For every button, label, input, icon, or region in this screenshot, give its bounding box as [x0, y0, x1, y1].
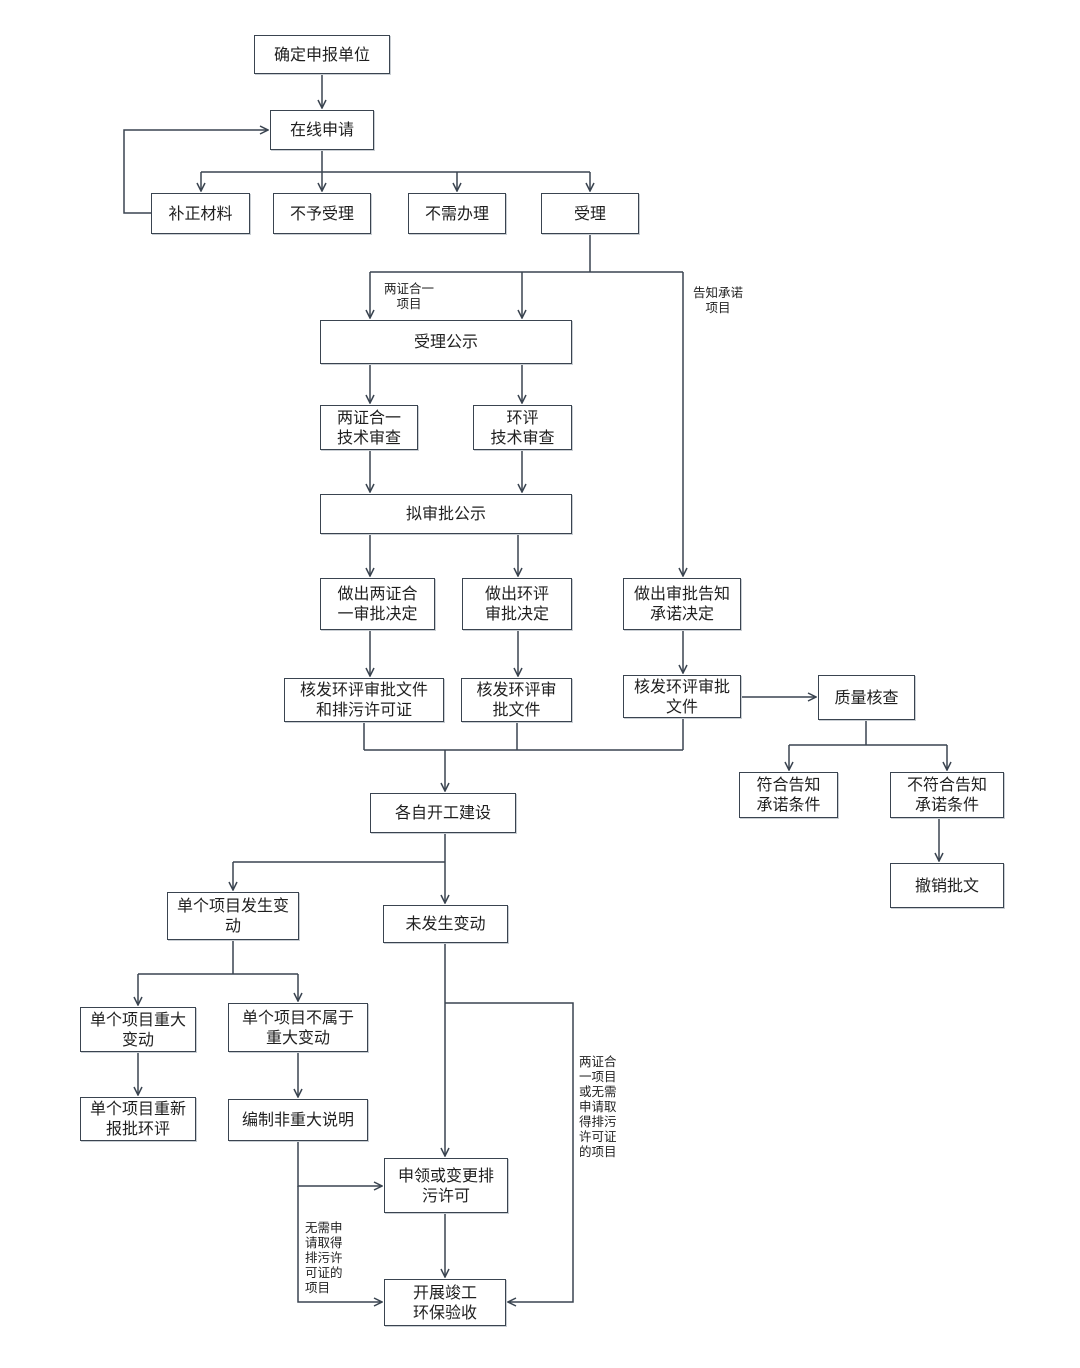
- edge-compile-to-permit: [297, 1141, 382, 1186]
- label-promise-project: 告知承诺 项目: [692, 285, 743, 315]
- edge-accept-branch: [370, 234, 683, 273]
- node-confirm-unit: 确定申报单位: [254, 35, 390, 74]
- node-not-meets: 不符合告知 承诺条件: [890, 772, 1004, 818]
- node-start-construction: 各自开工建设: [370, 793, 516, 833]
- edge-start-split: [233, 833, 446, 863]
- node-issue-eia-doc-promise: 核发环评审批 文件: [623, 675, 741, 718]
- node-accept-public: 受理公示: [320, 320, 572, 364]
- node-quality-check: 质量核查: [818, 675, 915, 720]
- node-two-cert-review: 两证合一 技术审查: [320, 405, 418, 450]
- node-single-major: 单个项目重大 变动: [80, 1007, 196, 1052]
- edge-apply-split: [201, 150, 590, 173]
- node-apply-permit: 申领或变更排 污许可: [384, 1158, 508, 1213]
- node-single-reapprove: 单个项目重新 报批环评: [80, 1097, 196, 1141]
- edge-supplement-loop: [123, 130, 268, 214]
- edge-single-change-split: [138, 940, 298, 975]
- node-issue-eia-doc: 核发环评审 批文件: [461, 678, 572, 722]
- edge-quality-split: [789, 720, 947, 746]
- edge-compile-to-acceptance: [297, 1186, 382, 1302]
- node-single-change: 单个项目发生变 动: [167, 892, 299, 940]
- node-supplement: 补正材料: [151, 193, 250, 234]
- label-two-cert-project: 两证合一 项目: [383, 281, 434, 311]
- node-revoke: 撤销批文: [890, 863, 1004, 908]
- label-no-permit-needed: 无需申 请取得 排污许 可证的 项目: [305, 1220, 343, 1295]
- node-compile-note: 编制非重大说明: [228, 1099, 368, 1141]
- node-promise-decision: 做出审批告知 承诺决定: [623, 578, 741, 630]
- label-two-cert-or-no-permit: 两证合 一项目 或无需 申请取 得排污 许可证 的项目: [579, 1054, 617, 1159]
- edge-issue-merge: [363, 718, 684, 751]
- node-issue-eia-permit: 核发环评审批文件 和排污许可证: [284, 678, 444, 722]
- node-eia-review: 环评 技术审查: [473, 405, 572, 450]
- node-meets: 符合告知 承诺条件: [739, 772, 838, 818]
- node-acceptance: 开展竣工 环保验收: [384, 1279, 506, 1326]
- node-not-needed: 不需办理: [408, 193, 506, 234]
- node-no-change: 未发生变动: [383, 905, 508, 943]
- node-eia-decision: 做出环评 审批决定: [462, 578, 572, 630]
- node-online-apply: 在线申请: [270, 110, 374, 150]
- node-two-cert-decision: 做出两证合 一审批决定: [320, 578, 435, 630]
- node-single-minor: 单个项目不属于 重大变动: [228, 1003, 368, 1052]
- edge-no-change-right-branch: [445, 1002, 574, 1302]
- node-not-accept: 不予受理: [273, 193, 371, 234]
- node-accept: 受理: [541, 193, 639, 234]
- node-proposed-public: 拟审批公示: [320, 494, 572, 534]
